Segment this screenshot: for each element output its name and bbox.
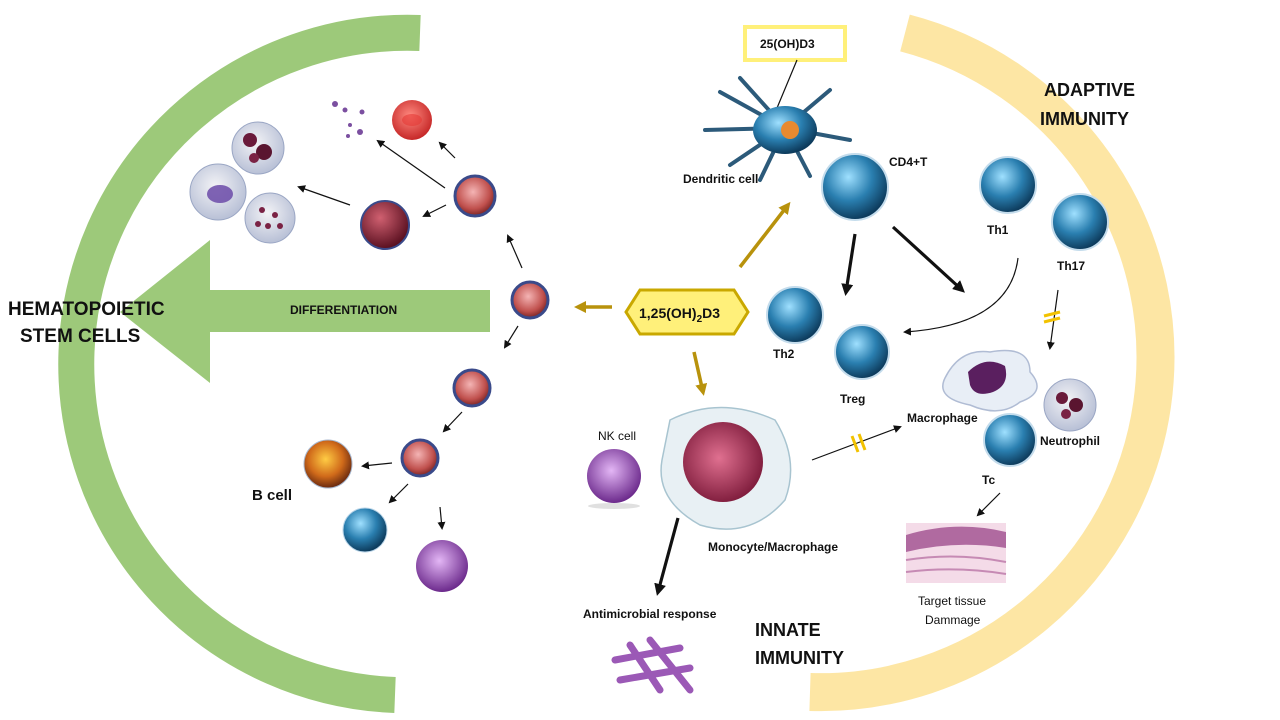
- macrophage-cell: [942, 349, 1038, 412]
- th2-cell: [766, 286, 824, 344]
- treg-label: Treg: [840, 392, 865, 406]
- target-tissue-label-line2: Dammage: [925, 613, 981, 627]
- progenitor-cell-upper: [453, 174, 497, 218]
- myeloid-cell-dark: [360, 200, 410, 250]
- adaptive-label-line2: IMMUNITY: [1040, 109, 1129, 129]
- nk-cell-bottom-left: [416, 540, 468, 592]
- calcitriol-box: 1,25(OH)2D3: [624, 288, 750, 336]
- granulocyte-left: [189, 163, 247, 221]
- neutrophil-cell: [1043, 378, 1097, 432]
- th1-cell: [979, 156, 1037, 214]
- granulocyte-bottom: [244, 192, 296, 244]
- granulocyte-top: [231, 121, 285, 175]
- antimicrobial-label: Antimicrobial response: [583, 607, 717, 621]
- target-tissue-label-line1: Target tissue: [918, 594, 986, 608]
- th17-label: Th17: [1057, 259, 1085, 273]
- target-tissue-image: [905, 523, 1007, 583]
- calcitriol-main: 1,25(OH): [639, 305, 697, 321]
- cd4t-label: CD4+T: [889, 155, 928, 169]
- precursor-box: 25(OH)D3: [743, 25, 847, 62]
- th1-label: Th1: [987, 223, 1009, 237]
- nk-cell: [587, 449, 641, 509]
- th2-label: Th2: [773, 347, 795, 361]
- treg-cell: [834, 324, 890, 380]
- nk-cell-label: NK cell: [598, 429, 636, 443]
- svg-text:1,25(OH)2D3: 1,25(OH)2D3: [639, 305, 720, 325]
- tc-cell: [983, 413, 1037, 467]
- adaptive-label-line1: ADAPTIVE: [1044, 80, 1135, 100]
- lymphocyte-bottom-left: [342, 507, 388, 553]
- red-blood-cell: [392, 100, 432, 140]
- monocyte-macrophage-label: Monocyte/Macrophage: [708, 540, 838, 554]
- innate-label-line2: IMMUNITY: [755, 648, 844, 668]
- platelets: [332, 101, 365, 138]
- b-cell-label: B cell: [252, 487, 292, 504]
- dendritic-cell: [703, 76, 852, 182]
- cd4-t-cell: [821, 153, 889, 221]
- bacteria-image: [611, 636, 694, 694]
- th17-cell: [1051, 193, 1109, 251]
- svg-text:25(OH)D3: 25(OH)D3: [760, 37, 815, 51]
- yellow-arc: [809, 14, 1175, 712]
- hsc-label-line1: HEMATOPOIETIC: [8, 299, 165, 320]
- tc-label: Tc: [982, 473, 995, 487]
- lymphoid-progenitor-2: [400, 438, 440, 478]
- monocyte-macrophage-cell: [660, 406, 792, 530]
- hsc-label-line2: STEM CELLS: [20, 326, 140, 347]
- innate-label-line1: INNATE: [755, 620, 821, 640]
- calcitriol-arrows: [574, 201, 791, 396]
- differentiation-label: DIFFERENTIATION: [290, 303, 397, 317]
- calcitriol-subscript: 2: [697, 314, 703, 325]
- inhibition-marks: [850, 310, 1061, 453]
- precursor-pointer: [776, 59, 798, 109]
- neutrophil-label: Neutrophil: [1040, 434, 1100, 448]
- green-arc: [58, 14, 421, 713]
- b-cell: [303, 439, 353, 489]
- differentiation-arrow: [120, 240, 490, 383]
- antimicrobial-arrow: [654, 517, 680, 596]
- hematopoiesis-arrows: [297, 139, 523, 530]
- dendritic-cell-label: Dendritic cell: [683, 172, 758, 186]
- progenitor-cell-center: [510, 280, 550, 320]
- macrophage-label: Macrophage: [907, 411, 978, 425]
- lymphoid-progenitor-1: [452, 368, 492, 408]
- calcitriol-tail: D3: [702, 305, 720, 321]
